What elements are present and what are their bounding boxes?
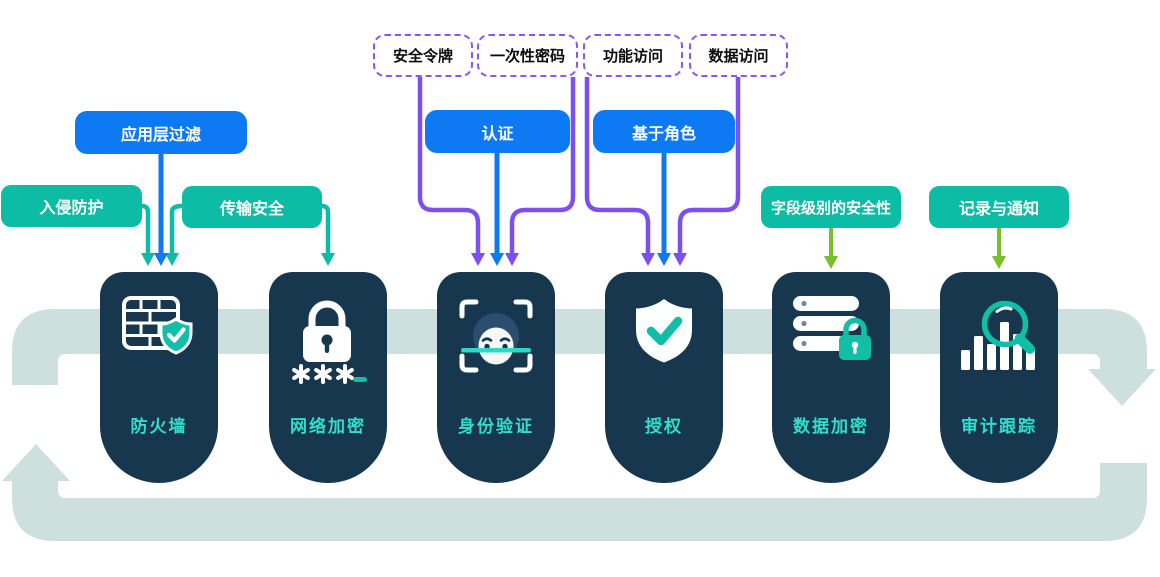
pillar-label: 授权 bbox=[645, 417, 683, 436]
button-label: 传输安全 bbox=[219, 201, 284, 218]
pillar-label: 审计跟踪 bbox=[961, 417, 1037, 436]
arrow-security-token-to-identity bbox=[417, 77, 485, 266]
arrow-transport-to-network-encryption bbox=[321, 203, 335, 266]
arrow-logging-to-audit bbox=[992, 228, 1006, 269]
pillar-firewall: 防火墙 bbox=[100, 272, 218, 483]
label-authentication: 认证 bbox=[425, 110, 570, 153]
tag-one-time-password: 一次性密码 bbox=[477, 34, 578, 77]
label-logging-notification: 记录与通知 bbox=[929, 186, 1069, 228]
button-label: 字段级别的安全性 bbox=[770, 199, 891, 217]
tag-label: 一次性密码 bbox=[489, 48, 565, 65]
button-label: 基于角色 bbox=[631, 125, 696, 143]
button-label: 认证 bbox=[481, 125, 514, 143]
cycle-band-bottom bbox=[2, 444, 1147, 541]
face-scan-icon bbox=[437, 296, 555, 376]
pillar-audit-trail: 审计跟踪 bbox=[940, 272, 1058, 483]
arrow-transport-to-firewall bbox=[165, 203, 183, 266]
label-intrusion-prevention: 入侵防护 bbox=[1, 185, 142, 227]
button-label: 入侵防护 bbox=[39, 200, 104, 217]
arrow-role-based-to-authorization bbox=[657, 152, 671, 266]
label-transport-security: 传输安全 bbox=[182, 186, 322, 228]
arrow-otp-to-identity bbox=[505, 77, 576, 266]
button-label: 应用层过滤 bbox=[120, 126, 201, 144]
arrow-intrusion-to-firewall bbox=[141, 203, 155, 266]
tag-security-token: 安全令牌 bbox=[373, 34, 473, 77]
padlock-password-icon bbox=[269, 296, 387, 388]
tag-data-access: 数据访问 bbox=[689, 34, 788, 77]
pillar-label: 防火墙 bbox=[130, 417, 188, 436]
arrow-app-filter-to-firewall bbox=[154, 153, 168, 266]
arrow-authentication-to-identity bbox=[490, 152, 504, 266]
pillar-data-encryption: 数据加密 bbox=[772, 272, 890, 483]
shield-check-icon bbox=[605, 296, 723, 366]
tag-function-access: 功能访问 bbox=[583, 34, 683, 77]
arrow-data-access-to-authorization bbox=[673, 77, 741, 266]
bar-chart-magnifier-icon bbox=[940, 296, 1058, 376]
tag-label: 功能访问 bbox=[602, 48, 663, 65]
pillar-identity-verification: 身份验证 bbox=[437, 272, 555, 483]
label-role-based: 基于角色 bbox=[593, 110, 735, 153]
tag-label: 安全令牌 bbox=[392, 48, 453, 65]
pillar-authorization: 授权 bbox=[605, 272, 723, 483]
button-label: 记录与通知 bbox=[958, 201, 1039, 218]
server-lock-icon bbox=[772, 296, 890, 364]
tag-label: 数据访问 bbox=[708, 48, 769, 65]
arrow-function-access-to-authorization bbox=[584, 77, 655, 266]
label-application-layer-filter: 应用层过滤 bbox=[75, 111, 247, 154]
firewall-shield-icon bbox=[100, 296, 218, 358]
pillar-network-encryption: 网络加密 bbox=[269, 272, 387, 483]
pillar-label: 数据加密 bbox=[793, 417, 869, 436]
pillar-label: 身份验证 bbox=[458, 417, 534, 436]
pillar-label: 网络加密 bbox=[290, 417, 366, 436]
arrow-field-security-to-data-encryption bbox=[824, 228, 838, 269]
label-field-level-security: 字段级别的安全性 bbox=[761, 186, 901, 228]
